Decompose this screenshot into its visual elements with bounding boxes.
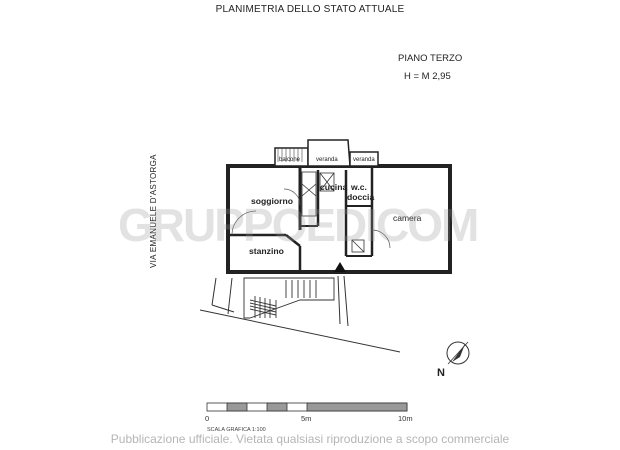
scale-tick-10m: 10m: [398, 414, 413, 423]
room-label-cucina: cucina: [320, 182, 348, 192]
kitchen-fixtures: [301, 171, 365, 253]
room-label-camera: camera: [393, 213, 422, 223]
scale-bar: [206, 402, 408, 412]
door-swings: [231, 188, 391, 249]
floor-label: PIANO TERZO: [398, 53, 463, 64]
north-arrow-icon: [446, 341, 470, 365]
entrance-arrow-icon: [334, 262, 346, 272]
ceiling-height-label: H = M 2,95: [404, 71, 451, 82]
room-label-doccia: doccia: [347, 192, 375, 202]
room-label-stanzino: stanzino: [249, 246, 284, 256]
room-label-veranda-2: veranda: [353, 157, 375, 163]
drawing-title: PLANIMETRIA DELLO STATO ATTUALE: [215, 4, 405, 15]
room-label-soggiorno: soggiorno: [251, 196, 294, 206]
site-lines: [199, 275, 401, 353]
scale-tick-5m: 5m: [301, 414, 312, 423]
footer-notice: Pubblicazione ufficiale. Vietata qualsia…: [110, 432, 510, 446]
room-label-wc: w.c.: [351, 182, 367, 192]
walls: [226, 164, 452, 274]
watermark: GRUPPOEDICOM: [118, 199, 479, 251]
balcony-stair: [277, 148, 303, 162]
compass-north-label: N: [437, 367, 445, 379]
verandas: [274, 139, 379, 167]
external-stair: [243, 277, 335, 319]
room-label-veranda: veranda: [316, 157, 338, 163]
room-label-balcone: balcone: [279, 157, 301, 163]
scale-label: SCALA GRAFICA 1:100: [207, 427, 266, 433]
scale-tick-0: 0: [205, 414, 210, 423]
